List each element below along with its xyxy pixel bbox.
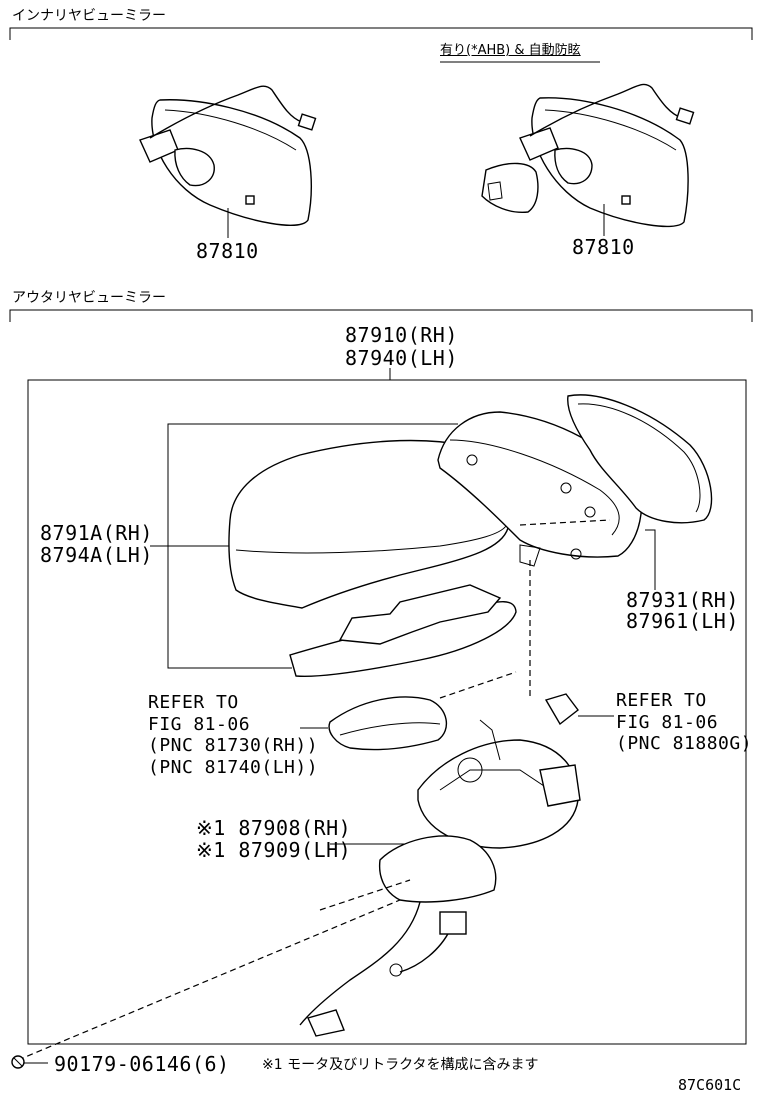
refer-left-line-3: (PNC 81730(RH))	[148, 735, 319, 757]
refer-right-line-3: (PNC 81880G)	[616, 733, 753, 755]
refer-left-line-2: FIG 81-06	[148, 713, 251, 735]
refer-right-block[interactable]: REFER TO FIG 81-06 (PNC 81880G)	[616, 690, 752, 755]
figure-code: 87C601C	[678, 1076, 742, 1094]
base-harness-illustration	[299, 835, 497, 1037]
part-number-inner-right[interactable]: 87810	[572, 235, 635, 259]
motor-retractor-illustration	[417, 719, 581, 849]
part-number-inner-left[interactable]: 87810	[196, 239, 259, 263]
footnote: ※1 モータ及びリトラクタを構成に含みます	[262, 1057, 539, 1073]
part-number-mirror-lh[interactable]: 87961(LH)	[626, 609, 739, 633]
outer-section-bracket	[9, 309, 753, 322]
part-number-mirror-rh[interactable]: 87931(RH)	[626, 588, 739, 612]
bulb-illustration	[544, 693, 614, 726]
refer-left-line-4: (PNC 81740(LH))	[148, 756, 319, 778]
outer-section-header: アウタリヤビューミラー	[12, 290, 166, 306]
inner-mirror-left-illustration	[139, 85, 317, 238]
refer-right-line-1: REFER TO	[616, 690, 707, 711]
mirror-cover-illustration	[228, 439, 510, 609]
option-label: 有り(*AHB) & 自動防眩	[440, 43, 581, 58]
refer-left-block[interactable]: REFER TO FIG 81-06 (PNC 81730(RH)) (PNC …	[148, 692, 318, 778]
inner-mirror-right-illustration	[481, 83, 695, 236]
refer-right-line-2: FIG 81-06	[616, 711, 719, 733]
turn-signal-lamp-illustration	[328, 696, 448, 751]
part-number-motor-rh[interactable]: ※1 87908(RH)	[196, 816, 352, 840]
base-garnish-illustration	[289, 584, 517, 677]
part-number-cover-lh[interactable]: 8794A(LH)	[40, 543, 153, 567]
part-number-motor-lh[interactable]: ※1 87909(LH)	[196, 838, 352, 862]
inner-section-header: インナリヤビューミラー	[12, 8, 166, 24]
part-number-screw[interactable]: 90179-06146(6)	[54, 1052, 230, 1076]
mirror-glass-illustration	[567, 394, 713, 524]
part-number-cover-rh[interactable]: 8791A(RH)	[40, 521, 153, 545]
refer-left-line-1: REFER TO	[148, 692, 239, 713]
screw-illustration	[11, 1055, 48, 1069]
part-number-assembly-rh[interactable]: 87910(RH)	[345, 323, 458, 347]
inner-section-bracket	[9, 27, 753, 40]
part-number-assembly-lh[interactable]: 87940(LH)	[345, 346, 458, 370]
outer-assembly-frame	[27, 368, 747, 1045]
